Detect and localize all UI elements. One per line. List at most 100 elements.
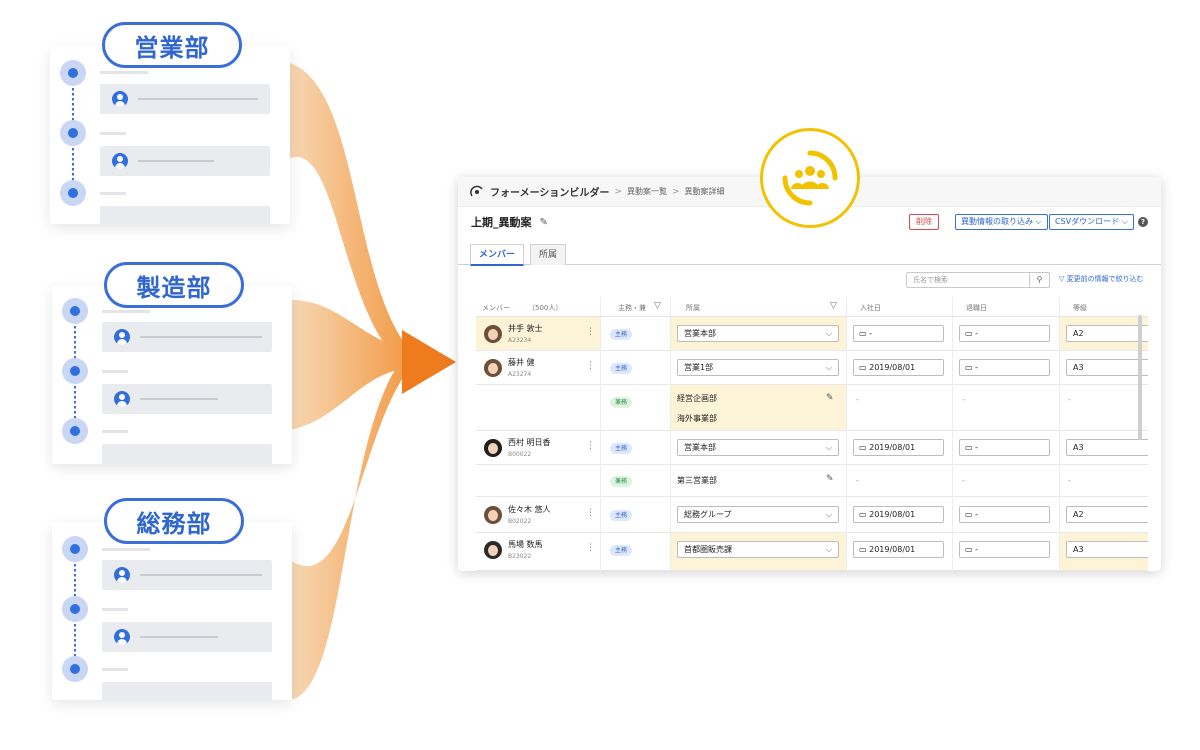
dept-select-value: 首都圏販売課 <box>684 545 732 554</box>
more-icon[interactable]: ⋮ <box>586 543 595 553</box>
dept-select[interactable]: 営業本部⌵ <box>677 439 839 456</box>
calendar-icon: ▭ <box>965 510 976 519</box>
member-row <box>102 682 272 700</box>
placeholder-bar <box>102 548 150 551</box>
delete-button[interactable]: 削除 <box>909 214 939 230</box>
chevron-down-icon: ⌵ <box>825 510 832 519</box>
join-date-field[interactable]: ▭ 2019/08/01 <box>853 541 944 558</box>
member-code: A23274 <box>508 371 532 378</box>
join-date-field[interactable]: ▭ 2019/08/01 <box>853 359 944 376</box>
calendar-icon: ▭ <box>859 443 870 452</box>
more-icon[interactable]: ⋮ <box>586 441 595 451</box>
dept-select[interactable]: 営業本部 ⌵ <box>677 325 839 342</box>
member-row <box>102 622 272 652</box>
table-row[interactable]: 馬場 数馬 B23022 ⋮ 主務 首都圏販売課⌵ ▭ 2019/08/01 ▭… <box>476 533 1148 571</box>
join-date-field[interactable]: ▭ 2019/08/01 <box>853 439 944 456</box>
avatar <box>484 506 502 524</box>
role-tag-sub: 兼務 <box>610 397 633 408</box>
grade-field[interactable]: A3 <box>1066 439 1148 456</box>
flow-ribbon-bottom <box>290 350 410 700</box>
dept-select[interactable]: 総務グループ⌵ <box>677 506 839 523</box>
person-icon <box>114 629 130 645</box>
pencil-icon[interactable]: ✎ <box>539 216 548 228</box>
chevron-down-icon: ⌵ <box>825 363 832 372</box>
join-date-field[interactable]: ▭ - <box>853 325 944 342</box>
col-member: メンバー <box>482 304 510 312</box>
leave-date-value: - <box>962 395 965 404</box>
table-row[interactable]: 藤井 健 A23274 ⋮ 主務 営業1部⌵ ▭ 2019/08/01 ▭ - … <box>476 351 1148 385</box>
import-dropdown-button[interactable]: 異動情報の取り込み ⌵ <box>955 214 1048 230</box>
placeholder-bar <box>102 430 128 433</box>
dept-select[interactable]: 首都圏販売課⌵ <box>677 541 839 558</box>
table-header: メンバー （500人） 主務・兼 ▽ 所属 ▽ 入社日 退職日 等級 <box>476 297 1148 317</box>
timeline-connector <box>72 88 74 128</box>
table-row[interactable]: 兼務 経営企画部 海外事業部 ✎ - - - <box>476 385 1148 431</box>
filter-icon[interactable]: ▽ <box>830 301 837 311</box>
filter-icon[interactable]: ▽ <box>654 301 661 311</box>
vertical-scrollbar[interactable] <box>1138 315 1142 440</box>
col-member-count: （500人） <box>528 304 563 312</box>
person-icon <box>112 153 128 169</box>
help-icon[interactable]: ? <box>1138 217 1148 227</box>
org-card <box>52 286 292 464</box>
role-tag-main: 主務 <box>610 443 633 454</box>
member-code: B23022 <box>508 553 532 560</box>
member-name: 佐々木 悠人 <box>508 505 551 514</box>
more-icon[interactable]: ⋮ <box>586 508 595 518</box>
placeholder-line <box>138 98 258 100</box>
tab-departments[interactable]: 所属 <box>530 244 566 265</box>
chevron-down-icon: ⌵ <box>825 329 832 338</box>
timeline-node <box>62 596 88 622</box>
leave-date-field[interactable]: ▭ - <box>959 359 1050 376</box>
leave-date-value: - <box>975 443 978 452</box>
leave-date-field[interactable]: ▭ - <box>959 506 1050 523</box>
csv-label: CSVダウンロード <box>1055 217 1120 226</box>
dept-select[interactable]: 営業1部⌵ <box>677 359 839 376</box>
pencil-icon[interactable]: ✎ <box>826 393 834 403</box>
flow-ribbon-top <box>286 62 410 368</box>
grade-field[interactable]: A3 <box>1066 359 1148 376</box>
join-date-field[interactable]: ▭ 2019/08/01 <box>853 506 944 523</box>
col-leave-date: 退職日 <box>966 304 987 312</box>
timeline-node <box>62 536 88 562</box>
member-row <box>100 146 270 176</box>
grade-value: - <box>1068 476 1071 485</box>
role-tag-sub: 兼務 <box>610 476 633 487</box>
app-name[interactable]: フォーメーションビルダー <box>490 188 610 199</box>
pencil-icon[interactable]: ✎ <box>826 474 834 484</box>
grade-value: - <box>1068 395 1071 404</box>
leave-date-field[interactable]: ▭ - <box>959 439 1050 456</box>
timeline-connector <box>72 148 74 186</box>
title-bar: 上期_異動案 ✎ 削除 異動情報の取り込み ⌵ CSVダウンロード ⌵ ? <box>458 207 1161 237</box>
more-icon[interactable]: ⋮ <box>586 327 595 337</box>
grade-field[interactable]: A3 <box>1066 541 1148 558</box>
grade-field[interactable]: A2 <box>1066 325 1148 342</box>
calendar-icon: ▭ <box>859 545 870 554</box>
placeholder-bar <box>102 608 128 611</box>
role-tag-main: 主務 <box>610 363 633 374</box>
grade-field[interactable]: A2 <box>1066 506 1148 523</box>
dept-select-value: 営業本部 <box>684 329 716 338</box>
table-row[interactable]: 兼務 第三営業部 ✎ - - - <box>476 465 1148 497</box>
more-icon[interactable]: ⋮ <box>586 361 595 371</box>
search-icon[interactable]: ⚲ <box>1029 273 1049 287</box>
tab-bar: メンバー 所属 <box>458 237 1161 266</box>
table-row[interactable]: 西村 明日香 B00022 ⋮ 主務 営業本部⌵ ▭ 2019/08/01 ▭ … <box>476 431 1148 465</box>
filter-by-previous-link[interactable]: ▽ 変更前の情報で絞り込む <box>1059 274 1144 284</box>
leave-date-field[interactable]: ▭ - <box>959 325 1050 342</box>
csv-download-button[interactable]: CSVダウンロード ⌵ <box>1049 214 1134 230</box>
leave-date-value: - <box>975 545 978 554</box>
tab-members[interactable]: メンバー <box>470 244 524 266</box>
timeline-node <box>62 656 88 682</box>
org-card <box>52 522 292 700</box>
search-input[interactable]: 氏名で検索 ⚲ <box>906 272 1050 288</box>
placeholder-bar <box>100 132 126 135</box>
join-date-value: - <box>869 329 872 338</box>
leave-date-field[interactable]: ▭ - <box>959 541 1050 558</box>
breadcrumb-transfer-list[interactable]: 異動案一覧 <box>626 187 667 196</box>
table-row[interactable]: 佐々木 悠人 B02022 ⋮ 主務 総務グループ⌵ ▭ 2019/08/01 … <box>476 497 1148 533</box>
table-row[interactable]: 井手 敦士 A23234 ⋮ 主務 営業本部⌵ ▭ - ▭ - A2 <box>476 317 1148 351</box>
placeholder-bar <box>100 71 148 74</box>
